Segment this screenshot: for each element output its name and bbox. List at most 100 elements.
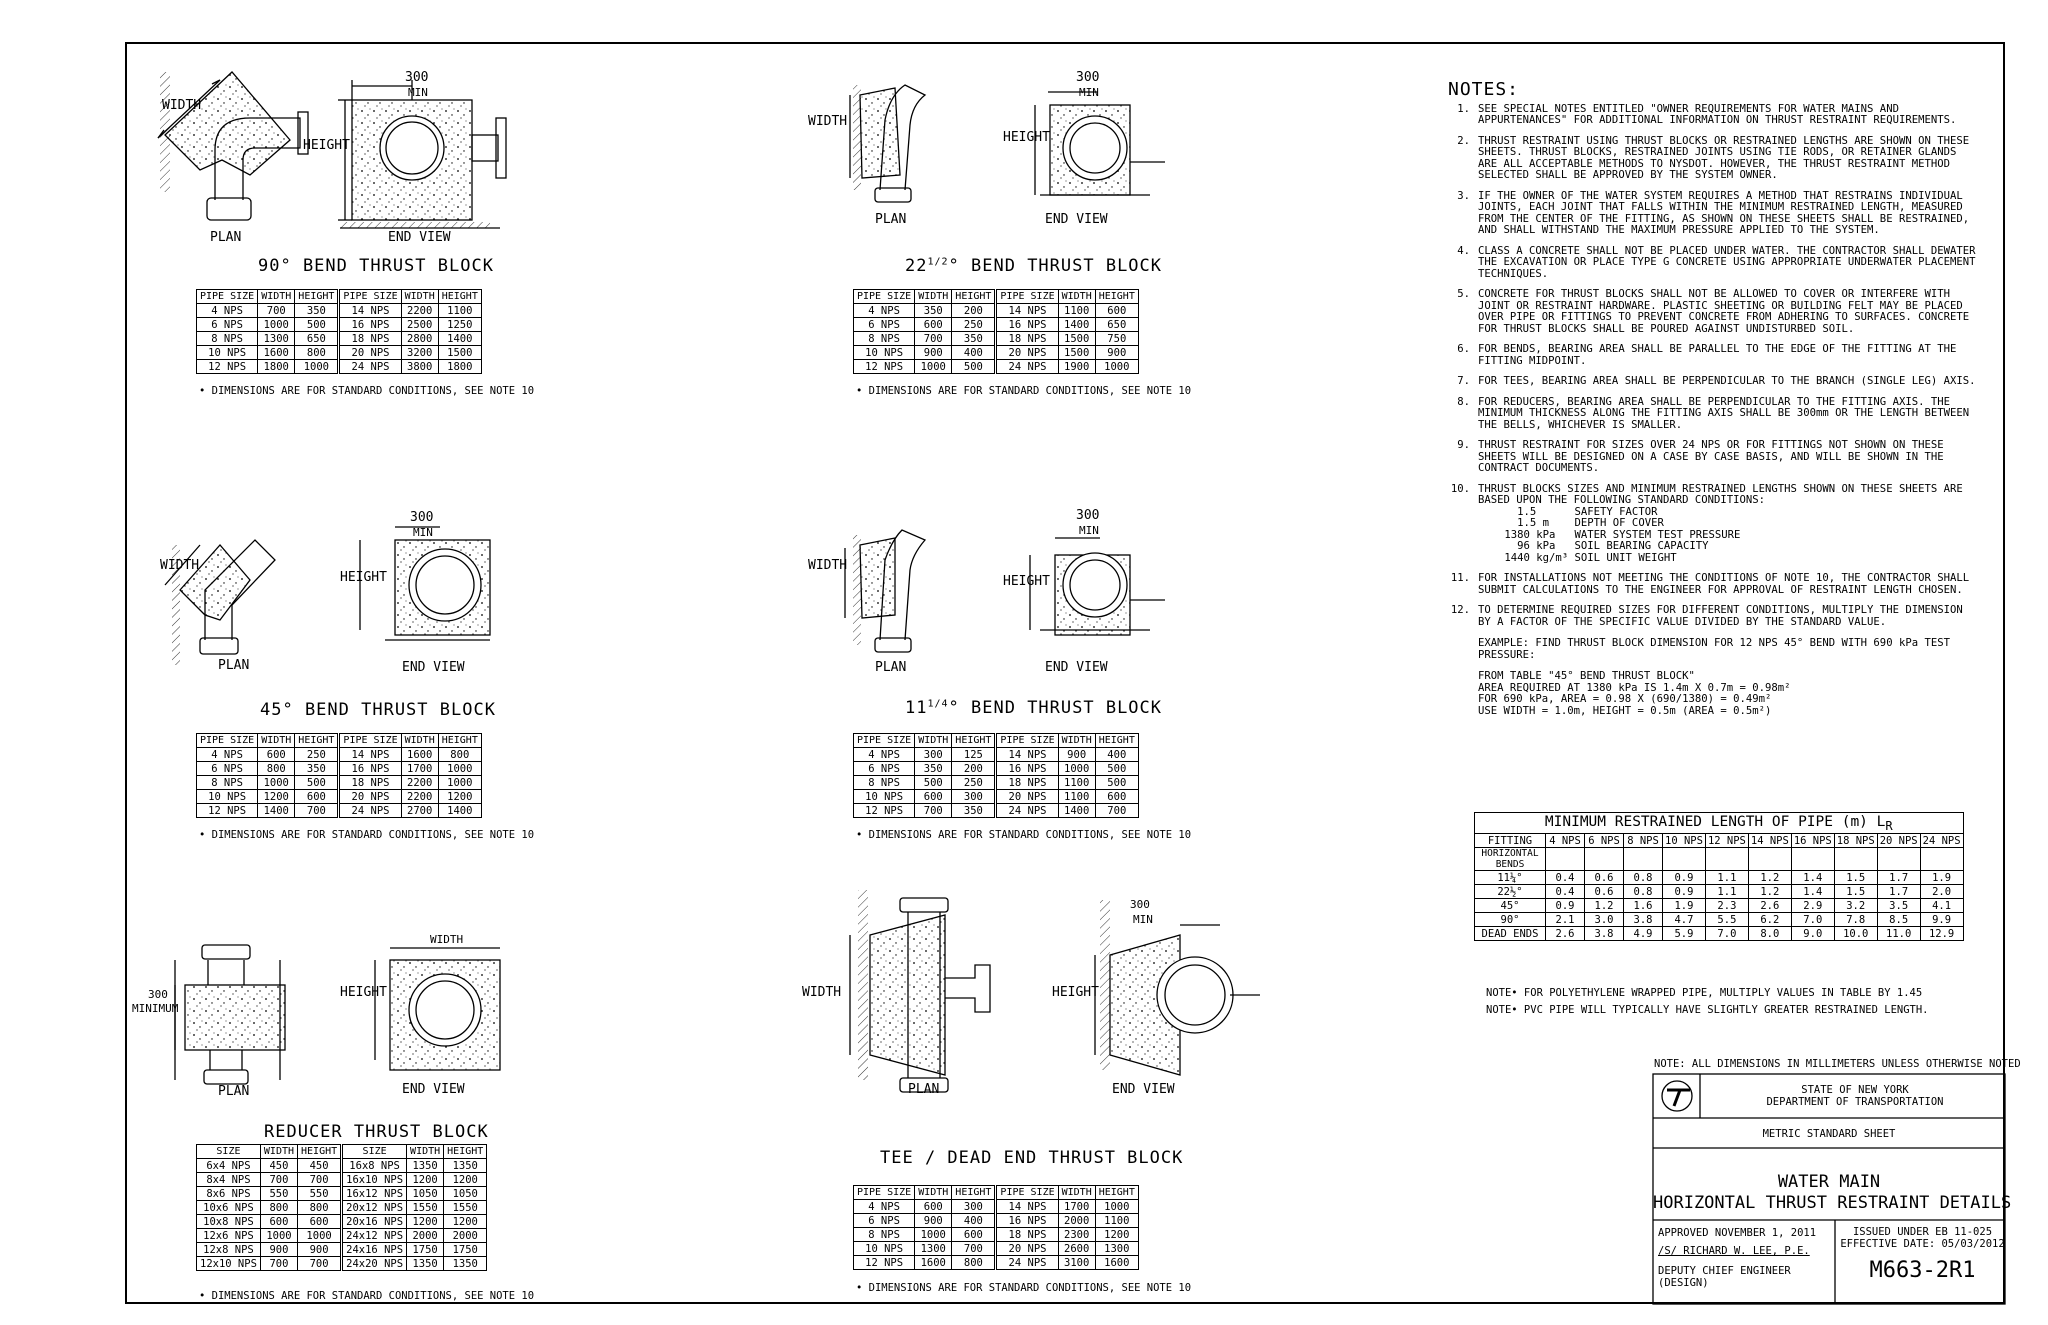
note-number: 10. <box>1450 482 1470 495</box>
bend45-col-header: WIDTH <box>400 733 439 748</box>
bend22-plan-label: PLAN <box>875 212 907 227</box>
reducer-title: REDUCER THRUST BLOCK <box>264 1122 489 1142</box>
bend45-height-label: HEIGHT <box>340 570 387 585</box>
table-cell: 800 <box>257 761 296 776</box>
bend90-col-header: PIPE SIZE <box>195 289 259 304</box>
table-cell: 1800 <box>257 359 296 374</box>
notes-heading: NOTES: <box>1448 79 1520 100</box>
note-item: 5.CONCRETE FOR THRUST BLOCKS SHALL NOT B… <box>1448 288 1978 335</box>
note-number: 11. <box>1450 572 1470 584</box>
bend11-dim-300: 300 <box>1076 508 1100 523</box>
table-cell: 9.0 <box>1790 926 1835 941</box>
bend90-col-header: HEIGHT <box>437 289 482 304</box>
table-cell: 900 <box>914 345 953 360</box>
table-cell: 1100 <box>437 303 482 318</box>
tee-col-header: HEIGHT <box>951 1185 997 1200</box>
table-cell: 24x12 NPS <box>340 1228 408 1243</box>
table-cell: 4 NPS <box>195 303 259 318</box>
title-role-1: DEPUTY CHIEF ENGINEER <box>1658 1265 1791 1277</box>
restrained-col-header: 18 NPS <box>1833 833 1878 848</box>
table-cell: 10 NPS <box>195 789 259 804</box>
table-cell: 800 <box>297 1200 343 1215</box>
restrained-col-header: 6 NPS <box>1584 833 1624 848</box>
table-cell: 450 <box>259 1158 299 1173</box>
table-cell: 1550 <box>443 1200 488 1215</box>
table-cell: 500 <box>294 317 340 332</box>
title-line-2: HORIZONTAL THRUST RESTRAINT DETAILS <box>1653 1193 2012 1213</box>
bend90-end-label: END VIEW <box>388 230 451 245</box>
table-cell <box>1790 847 1835 871</box>
table-cell: 1000 <box>914 1227 953 1242</box>
note-text: SEE SPECIAL NOTES ENTITLED "OWNER REQUIR… <box>1478 102 1957 126</box>
table-cell: 400 <box>951 1213 997 1228</box>
table-cell: 1500 <box>437 345 482 360</box>
table-cell: 10x8 NPS <box>196 1214 261 1229</box>
table-cell: 1.2 <box>1747 870 1792 885</box>
restrained-col-header: 12 NPS <box>1704 833 1749 848</box>
table-cell: 14 NPS <box>337 303 402 318</box>
condition-line: 1.5 SAFETY FACTOR <box>1498 505 1658 518</box>
table-cell: 900 <box>1057 747 1096 762</box>
bend22-col-header: WIDTH <box>914 289 953 304</box>
table-cell: 18 NPS <box>337 775 402 790</box>
table-cell: 18 NPS <box>994 331 1059 346</box>
table-cell: 700 <box>914 803 953 818</box>
bend45-end-label: END VIEW <box>402 660 465 675</box>
bend11-col-header: WIDTH <box>1057 733 1096 748</box>
table-cell: 0.4 <box>1545 870 1585 885</box>
restrained-col-header: 10 NPS <box>1662 833 1706 848</box>
table-cell: 1.7 <box>1876 884 1921 899</box>
table-cell: 1400 <box>437 331 482 346</box>
reducer-col-header: HEIGHT <box>443 1144 488 1159</box>
table-cell: 7.0 <box>1790 912 1835 927</box>
table-cell: 3100 <box>1057 1255 1096 1270</box>
table-cell: 1.2 <box>1584 898 1624 913</box>
table-cell: 10x6 NPS <box>196 1200 261 1215</box>
table-cell: 1600 <box>914 1255 953 1270</box>
bend22-end-label: END VIEW <box>1045 212 1108 227</box>
table-cell: 200 <box>951 303 997 318</box>
table-cell: 1000 <box>437 775 482 790</box>
restrained-note-2: NOTE• PVC PIPE WILL TYPICALLY HAVE SLIGH… <box>1486 1004 1929 1016</box>
bend45-dim-min: MIN <box>413 526 433 539</box>
reducer-height-label: HEIGHT <box>340 985 387 1000</box>
bend11-col-header: WIDTH <box>914 733 953 748</box>
condition-line: 1.5 m DEPTH OF COVER <box>1498 517 1664 529</box>
restrained-col-header: 4 NPS <box>1545 833 1585 848</box>
table-cell: 2.3 <box>1704 898 1749 913</box>
table-cell: 1400 <box>437 803 482 818</box>
table-cell: 6.2 <box>1747 912 1792 927</box>
table-cell: 1.7 <box>1876 870 1921 885</box>
restrained-group-row: HORIZONTAL BENDS <box>1474 847 1964 871</box>
table-cell: 2200 <box>400 303 439 318</box>
tee-col-header: HEIGHT <box>1094 1185 1139 1200</box>
bend90-end-drawing <box>338 80 507 229</box>
condition-line: 1440 kg/m³ SOIL UNIT WEIGHT <box>1498 551 1677 564</box>
note-text: THRUST RESTRAINT FOR SIZES OVER 24 NPS O… <box>1478 439 1944 474</box>
bend90-dim-300: 300 <box>405 70 429 85</box>
note-text: CLASS A CONCRETE SHALL NOT BE PLACED UND… <box>1478 244 1976 280</box>
table-cell: 1300 <box>1094 1241 1139 1256</box>
table-cell: 0.9 <box>1662 870 1706 885</box>
table-cell: 2000 <box>1057 1213 1096 1228</box>
title-sheet-type: METRIC STANDARD SHEET <box>1762 1128 1896 1140</box>
table-cell: 1800 <box>437 359 482 374</box>
table-cell: 4.1 <box>1919 898 1964 913</box>
table-cell: 5.5 <box>1704 912 1749 927</box>
table-cell: 600 <box>1094 303 1139 318</box>
bend11-height-label: HEIGHT <box>1003 574 1050 589</box>
table-cell: 10 NPS <box>195 345 259 360</box>
tee-footnote: • DIMENSIONS ARE FOR STANDARD CONDITIONS… <box>856 1282 1192 1294</box>
table-cell: 9.9 <box>1919 912 1964 927</box>
table-cell: 500 <box>951 359 997 374</box>
